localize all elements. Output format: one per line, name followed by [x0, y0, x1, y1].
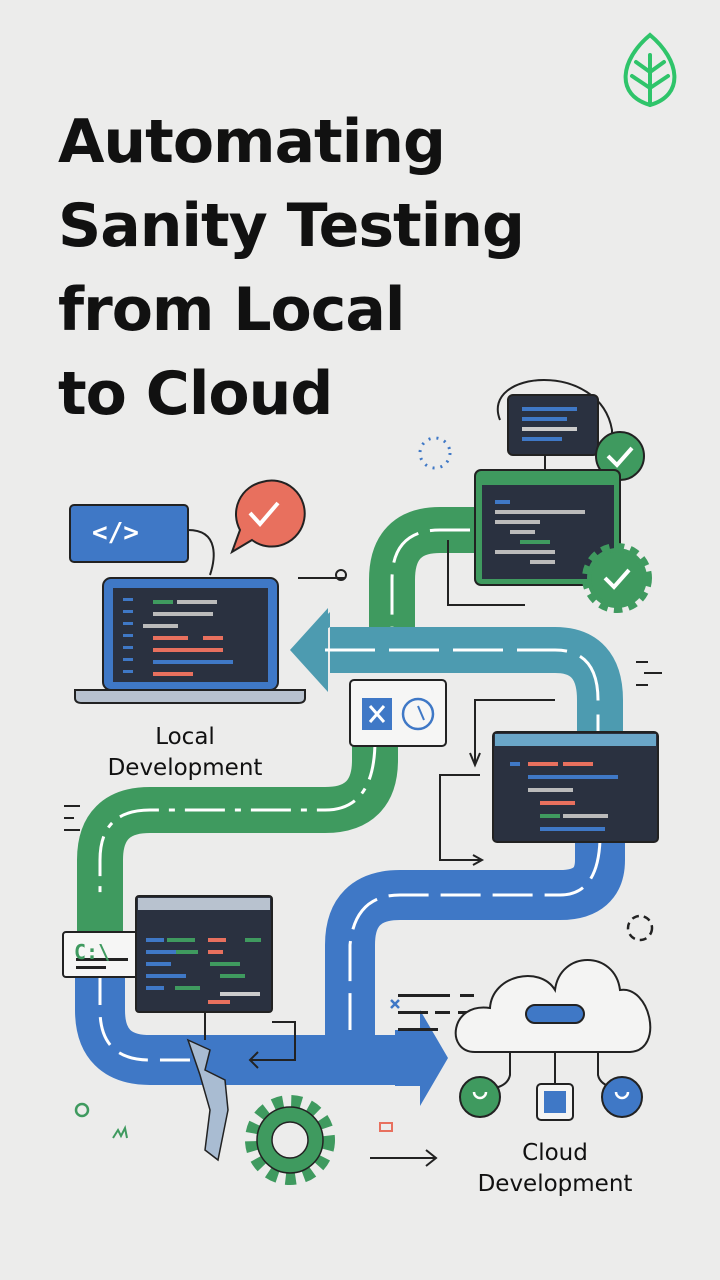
title-line: Automating — [58, 107, 446, 177]
command-prompt-icon: C:\ — [74, 940, 111, 964]
speed-lines-icon — [64, 661, 662, 831]
arrow-right-icon — [370, 1149, 438, 1167]
cloud-node-square — [536, 1083, 574, 1121]
code-window-dark — [135, 895, 296, 1069]
label-line: Cloud — [522, 1140, 588, 1166]
cloud-development-label: Cloud Development — [460, 1138, 650, 1200]
code-window-blue — [439, 699, 659, 866]
terminal-card — [62, 931, 144, 978]
local-development-label: Local Development — [100, 722, 270, 784]
ruler-decoration — [186, 1038, 229, 1162]
loading-dots-icon — [418, 436, 452, 470]
check-badge-icon — [595, 431, 645, 481]
label-line: Development — [107, 755, 263, 781]
server-monitor — [496, 379, 613, 470]
gear-icon — [245, 1095, 335, 1185]
status-card — [349, 679, 447, 747]
cloud-icon — [454, 959, 652, 1090]
gear-check-icon — [582, 543, 652, 613]
label-line: Local — [155, 724, 215, 750]
blue-road — [75, 830, 625, 1106]
green-road-lower — [77, 700, 398, 965]
small-red-mark — [379, 1122, 393, 1132]
laptop — [74, 577, 306, 704]
green-road-upper — [369, 507, 480, 660]
slider-knob — [335, 569, 347, 581]
dashed-circle-icon — [626, 914, 654, 942]
code-window-green — [447, 469, 621, 606]
label-line: Development — [477, 1171, 633, 1197]
title-line: from Local — [58, 275, 405, 345]
code-tag-card — [69, 504, 215, 576]
teal-arrow-road — [290, 608, 623, 740]
cloud-node-blue — [601, 1076, 643, 1118]
code-tag-icon: </> — [92, 518, 139, 548]
title-line: Sanity Testing — [58, 191, 525, 261]
x-mark-icon — [390, 999, 400, 1009]
title-line: to Cloud — [58, 359, 333, 429]
leaf-logo-icon — [623, 32, 677, 108]
pulse-icon — [112, 1124, 128, 1139]
small-circle-icon — [74, 1102, 90, 1118]
cloud-node-green — [459, 1076, 501, 1118]
chat-check-icon — [230, 479, 306, 555]
page-title: Automating Sanity Testing from Local to … — [58, 100, 525, 436]
